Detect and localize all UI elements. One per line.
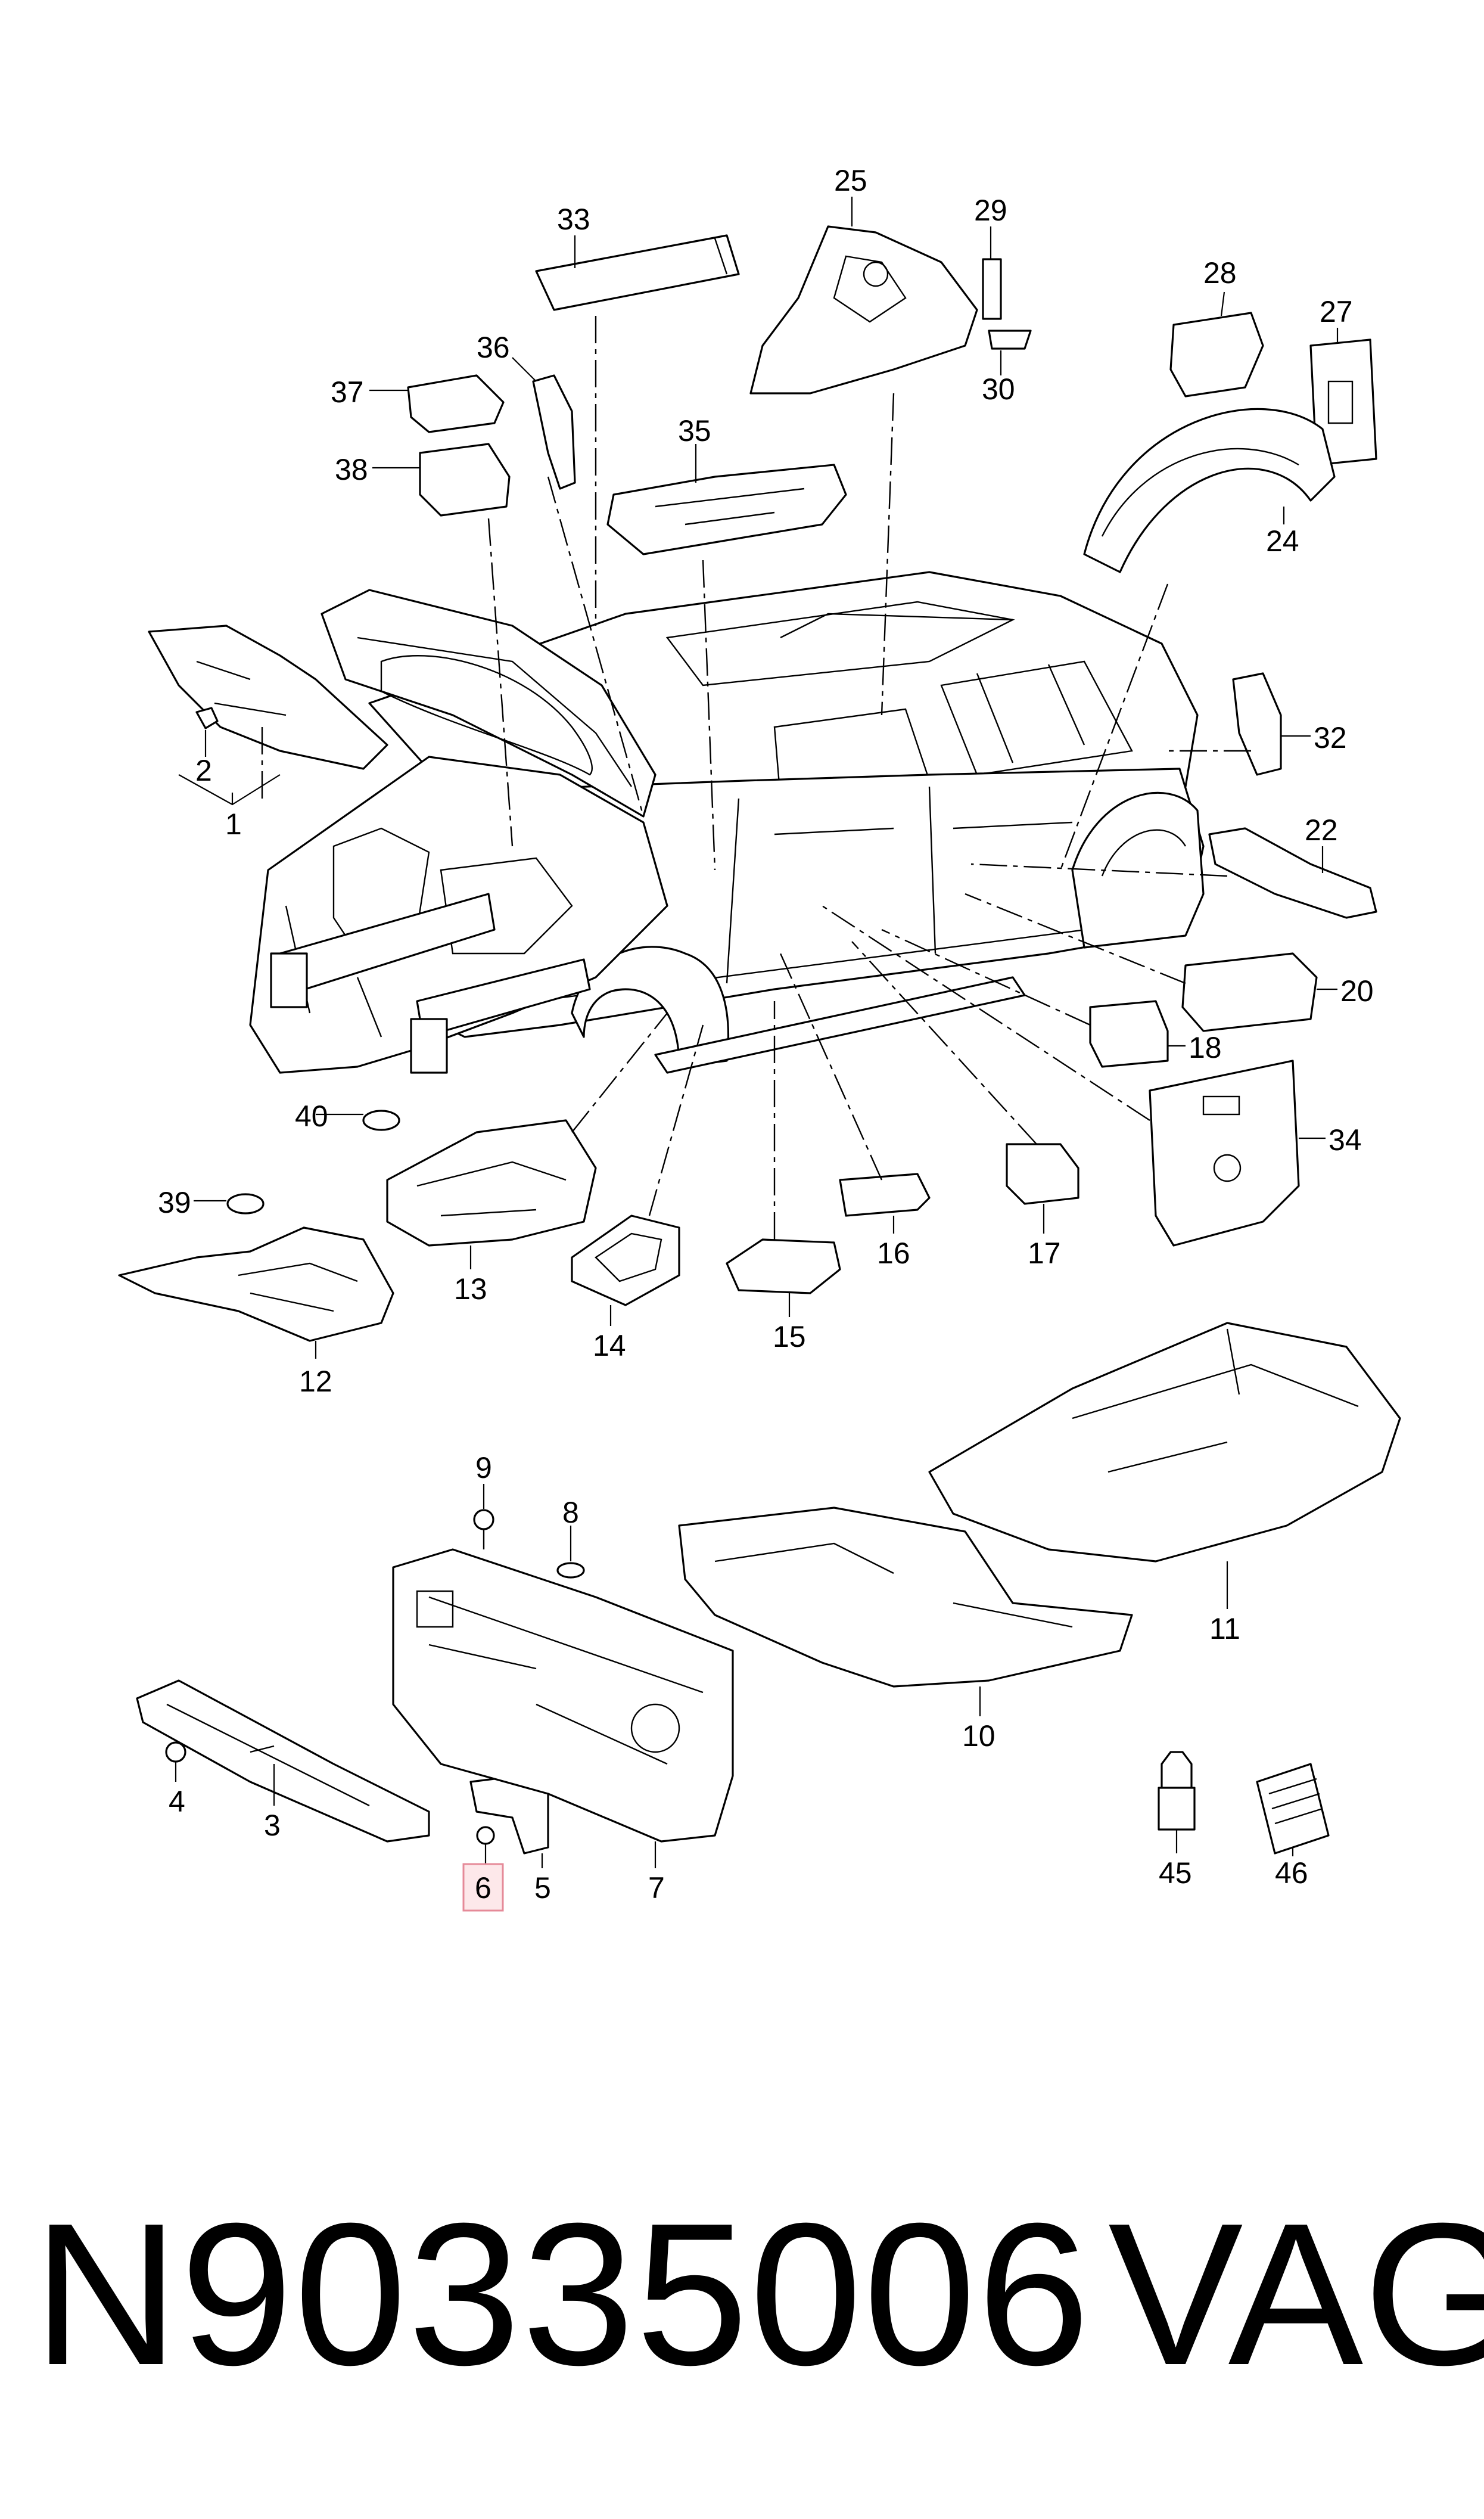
callout-7[interactable]: 7 (648, 1871, 665, 1905)
callout-12[interactable]: 12 (299, 1365, 332, 1398)
highlighted-callout-box (462, 1863, 504, 1912)
footer: N90335006 VAG (0, 2175, 1484, 2414)
callout-9[interactable]: 9 (475, 1451, 492, 1484)
callout-16[interactable]: 16 (877, 1237, 910, 1270)
callout-5[interactable]: 5 (534, 1871, 551, 1905)
callout-10[interactable]: 10 (962, 1719, 995, 1753)
callout-27[interactable]: 27 (1320, 295, 1353, 328)
callout-20[interactable]: 20 (1340, 974, 1374, 1008)
callout-13[interactable]: 13 (454, 1272, 487, 1306)
leader-lines (175, 197, 1339, 1868)
callout-34[interactable]: 34 (1329, 1123, 1362, 1157)
callout-45[interactable]: 45 (1159, 1856, 1192, 1890)
callout-28[interactable]: 28 (1203, 256, 1237, 290)
callout-8[interactable]: 8 (562, 1496, 579, 1529)
callout-3[interactable]: 3 (264, 1809, 281, 1842)
lower-panel-parts (136, 1322, 1401, 1855)
callout-36[interactable]: 36 (477, 331, 510, 364)
exploded-parts-diagram: 1 2 3 4 5 6 7 8 9 10 11 12 13 14 15 16 1… (118, 164, 1401, 1912)
callout-30[interactable]: 30 (982, 372, 1015, 406)
callout-39[interactable]: 39 (158, 1186, 191, 1219)
middle-insulation-parts (118, 1110, 1079, 1342)
callout-46[interactable]: 46 (1275, 1856, 1308, 1890)
callout-15[interactable]: 15 (773, 1320, 806, 1353)
callout-40[interactable]: 40 (295, 1099, 328, 1133)
callout-24[interactable]: 24 (1266, 524, 1299, 558)
callout-37[interactable]: 37 (331, 375, 364, 409)
callout-1[interactable]: 1 (225, 807, 242, 841)
car-body-illustration (249, 571, 1205, 1074)
callout-6[interactable]: 6 (475, 1871, 491, 1905)
callout-14[interactable]: 14 (593, 1329, 626, 1362)
callout-35[interactable]: 35 (678, 414, 711, 448)
callout-29[interactable]: 29 (974, 194, 1007, 227)
part-number: N90335006 (33, 2181, 1091, 2408)
callout-38[interactable]: 38 (335, 453, 368, 486)
callout-labels: 1 2 3 4 5 6 7 8 9 10 11 12 13 14 15 16 1… (158, 164, 1374, 1905)
brand-name: VAG (1108, 2181, 1484, 2408)
callout-11[interactable]: 11 (1209, 1612, 1240, 1645)
upper-insulation-parts (148, 225, 1377, 1247)
callout-22[interactable]: 22 (1305, 813, 1338, 847)
callout-25[interactable]: 25 (834, 164, 867, 197)
callout-4[interactable]: 4 (169, 1785, 185, 1818)
callout-33[interactable]: 33 (557, 203, 590, 236)
callout-18[interactable]: 18 (1189, 1031, 1222, 1064)
callout-2[interactable]: 2 (195, 754, 212, 787)
assembly-lines (261, 316, 1251, 1240)
callout-32[interactable]: 32 (1314, 721, 1347, 754)
callout-17[interactable]: 17 (1028, 1237, 1061, 1270)
